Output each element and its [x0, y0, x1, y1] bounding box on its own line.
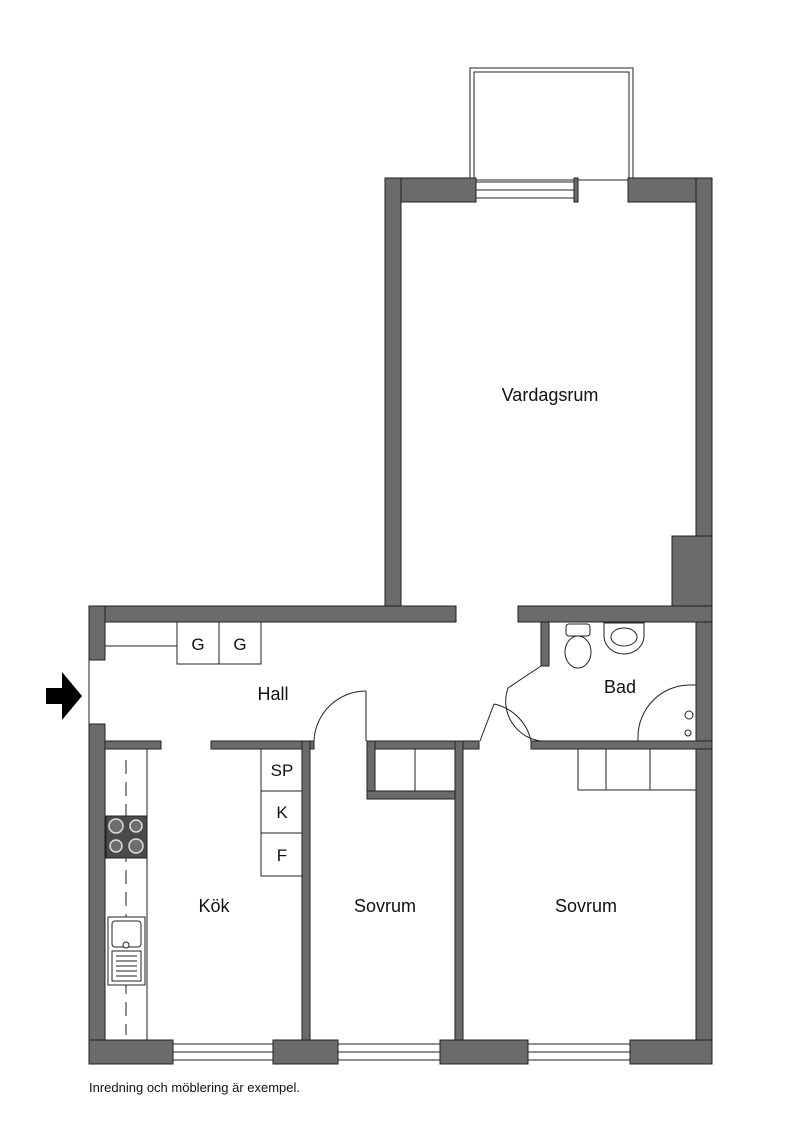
door-bedroom-2 — [479, 703, 532, 742]
windows — [172, 181, 631, 1061]
bedroom-2-wardrobe — [577, 748, 697, 791]
window-living — [475, 181, 575, 199]
bedroom-1-wardrobe — [374, 748, 456, 792]
freezer-label: F — [277, 846, 287, 865]
door-bedroom-1 — [313, 690, 367, 742]
kitchen-counter — [125, 749, 148, 1040]
doors — [313, 665, 542, 742]
hall-storage — [105, 621, 262, 665]
door-bathroom — [505, 665, 542, 742]
room-label-hall: Hall — [257, 684, 288, 704]
window-bedroom-2 — [527, 1043, 631, 1061]
walls — [88, 177, 713, 1065]
fridge-label: K — [276, 803, 288, 822]
room-label-bad: Bad — [604, 677, 636, 697]
entrance-arrow-icon — [46, 672, 82, 720]
toilet-icon — [564, 623, 592, 669]
window-kitchen — [172, 1043, 274, 1061]
room-label-vardagsrum: Vardagsrum — [502, 385, 599, 405]
room-label-sovrum-2: Sovrum — [555, 896, 617, 916]
footer-note: Inredning och möblering är exempel. — [89, 1080, 300, 1095]
room-label-sovrum-1: Sovrum — [354, 896, 416, 916]
room-label-kok: Kök — [198, 896, 230, 916]
window-bedroom-1 — [337, 1043, 441, 1061]
wardrobe-1-label: G — [191, 635, 204, 654]
shower-icon — [637, 684, 697, 742]
kitchen-cabinets — [260, 748, 303, 877]
stove-icon — [105, 815, 148, 859]
wardrobe-2-label: G — [233, 635, 246, 654]
balcony — [469, 67, 634, 181]
stove-cabinet-label: SP — [271, 761, 294, 780]
sink-icon — [107, 916, 146, 986]
washbasin-icon — [603, 622, 645, 655]
